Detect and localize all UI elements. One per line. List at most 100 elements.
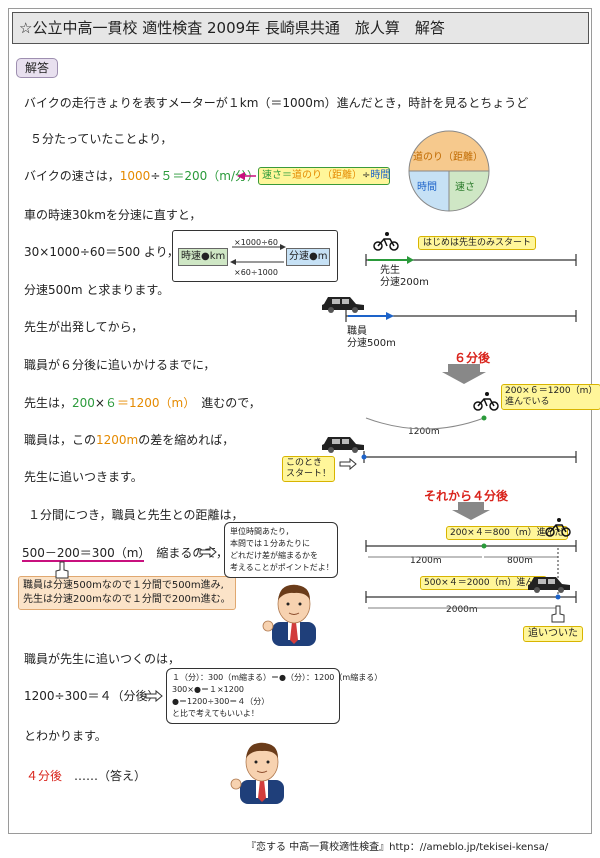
teacher-avatar — [230, 742, 284, 804]
gap-1200b-label: 1200m — [410, 556, 442, 566]
staff-4min-note: 500×４＝2000（m）進んだ — [420, 576, 548, 590]
note-line1: 職員は分速500mなので１分間で500m進み, — [23, 580, 224, 591]
staff-pos-dot — [361, 454, 367, 460]
bubble2-line2: 300×●＝１×1200 — [172, 685, 245, 694]
pointing-hand-icon — [145, 689, 163, 703]
closing-rate-equation: 500－200＝300（m） — [22, 546, 145, 562]
teacher-speed-value: 200 — [72, 396, 95, 410]
page-frame — [8, 8, 592, 834]
line-16: とわかります。 — [24, 729, 107, 743]
time-value: ５ — [160, 169, 173, 183]
line-4: 車の時速30kmを分速に直すと， — [24, 208, 202, 222]
lead-note: 200×６＝1200（m） 進んでいる — [501, 384, 600, 410]
bubble1-line4: 考えることがポイントだよ！ — [230, 563, 334, 572]
bubble1-line3: どれだけ差が縮まるかを — [230, 551, 318, 560]
teacher-pos-dot — [481, 415, 487, 421]
line-14: 職員が先生に追いつくのは， — [24, 652, 181, 666]
start-now-line2: スタート！ — [286, 469, 332, 479]
gap-1200-label: 1200m — [408, 427, 440, 437]
staff-speed-label: 分速500m — [347, 338, 396, 349]
formula-part-op: ÷ — [362, 170, 371, 181]
meet-dot — [555, 594, 561, 600]
answer-badge: 解答 — [16, 58, 58, 78]
top-arrow-label: ×1000÷60 — [234, 238, 278, 247]
distance-value: 1000 — [119, 169, 151, 183]
footer-credit: 『恋する 中高一貫校適性検査』http：//ameblo.jp/tekisei-… — [246, 842, 549, 853]
line-9-pre: 先生は， — [24, 396, 73, 410]
formula-part-distance: 道のり（距離） — [292, 170, 362, 181]
gap-distance: 1200m — [96, 433, 139, 447]
car-icon — [322, 437, 364, 453]
gap-arc-1200 — [365, 417, 485, 430]
teacher-avatar — [262, 584, 316, 646]
answer-line: ４分後 ……（答え） — [26, 768, 146, 784]
mmin-label: 分速●m — [286, 248, 331, 266]
line-8: 職員が６分後に追いかけるまでに， — [24, 358, 216, 372]
to-kmh-head — [230, 259, 236, 265]
six-minutes-label: ６分後 — [454, 351, 491, 365]
six-value: ６ — [104, 396, 117, 410]
page-title: ☆公立中高一貫校 適性検査 2009年 長崎県共通 旅人算 解答 — [12, 12, 589, 44]
teacher-speed-label: 分速200m — [380, 277, 429, 288]
staff-label: 職員 — [347, 326, 367, 337]
pointing-hand-icon — [55, 561, 69, 579]
bicycle-icon — [373, 232, 399, 251]
lead-distance: ＝1200（m） — [117, 396, 190, 410]
line-3-op: ÷ — [150, 169, 161, 183]
line-6: 分速500m と求まります。 — [24, 283, 170, 297]
to-mmin-head — [280, 244, 286, 250]
teacher-start-dot — [481, 543, 487, 549]
line-9: 先生は，200×６＝1200（m） 進むので， — [24, 395, 261, 411]
line-12: １分間につき，職員と先生との距離は， — [28, 508, 244, 522]
line-10: 職員は，この1200mの差を縮めれば， — [24, 432, 234, 448]
line-2: ５分たっていたことより， — [30, 132, 173, 146]
start-now-note: このとき スタート！ — [282, 456, 336, 482]
bubble1-line1: 単位時間あたり， — [230, 527, 294, 536]
teacher-label: 先生 — [380, 265, 400, 276]
lead-note-line2: 進んでいる — [505, 397, 550, 407]
hint-bubble-2: １（分）：300（m縮まる）＝●（分）：1200（m縮まる） 300×●＝１×1… — [166, 668, 382, 724]
pie-right-label: 速さ — [455, 182, 475, 193]
pointing-hand-icon — [339, 457, 357, 471]
car-icon — [528, 577, 570, 593]
formula-part-time: 時間 — [370, 170, 391, 181]
speed-formula-box: 速さ＝道のり（距離）÷時間 — [258, 167, 390, 185]
line-5: 30×1000÷60＝500 より， — [24, 245, 179, 259]
down-arrow-four — [452, 502, 490, 520]
formula-pointer-head — [237, 172, 245, 180]
bubble2-line1: １（分）：300（m縮まる）＝●（分）：1200（m縮まる） — [172, 673, 383, 682]
pointing-hand-icon — [199, 545, 217, 559]
line-10-post: の差を縮めれば， — [138, 433, 235, 447]
line-3-pre: バイクの速さは， — [24, 169, 120, 183]
line-15: 1200÷300＝４（分後） — [24, 689, 160, 703]
note-line2: 先生は分速200mなので１分間で200m進む。 — [23, 594, 231, 605]
dist-800-label: 800m — [507, 556, 533, 566]
staff-progress-head — [386, 312, 394, 320]
bubble2-line3: ●＝1200÷300＝４（分） — [172, 697, 270, 706]
down-arrow-six — [442, 364, 486, 384]
caught-up-note: 追いついた — [523, 626, 583, 642]
teacher-4min-note: 200×４＝800（m）進んだ — [446, 526, 568, 540]
line-11: 先生に追いつきます。 — [24, 470, 143, 484]
car-icon — [322, 297, 364, 313]
pointing-hand-icon — [551, 605, 565, 623]
lead-note-line1: 200×６＝1200（m） — [505, 386, 598, 396]
answer-suffix: ……（答え） — [74, 769, 147, 783]
bicycle-icon — [473, 392, 499, 411]
start-now-line1: このとき — [286, 458, 323, 468]
kmh-label: 時速●km — [178, 248, 229, 266]
bottom-arrow-label: ×60÷1000 — [234, 268, 278, 277]
line-10-pre: 職員は，この — [24, 433, 97, 447]
four-minutes-label: それから４分後 — [424, 489, 509, 503]
dist-2000-label: 2000m — [446, 605, 478, 615]
line-1: バイクの走行きょりを表すメーターが１km（＝1000m）進んだとき，時計を見ると… — [24, 96, 529, 110]
speed-distance-time-pie — [408, 130, 490, 212]
line-7: 先生が出発してから， — [24, 320, 144, 334]
pie-top-label: 道のり（距離） — [413, 152, 483, 163]
hint-bubble-1: 単位時間あたり， 本問では１分あたりに どれだけ差が縮まるかを 考えることがポイ… — [224, 522, 338, 578]
line-9-post: 進むので， — [201, 396, 261, 410]
bubble2-line4: と比で考えてもいいよ！ — [172, 709, 259, 718]
speed-result: ＝200（m/分） — [172, 169, 260, 183]
bicycle-icon — [545, 518, 571, 537]
